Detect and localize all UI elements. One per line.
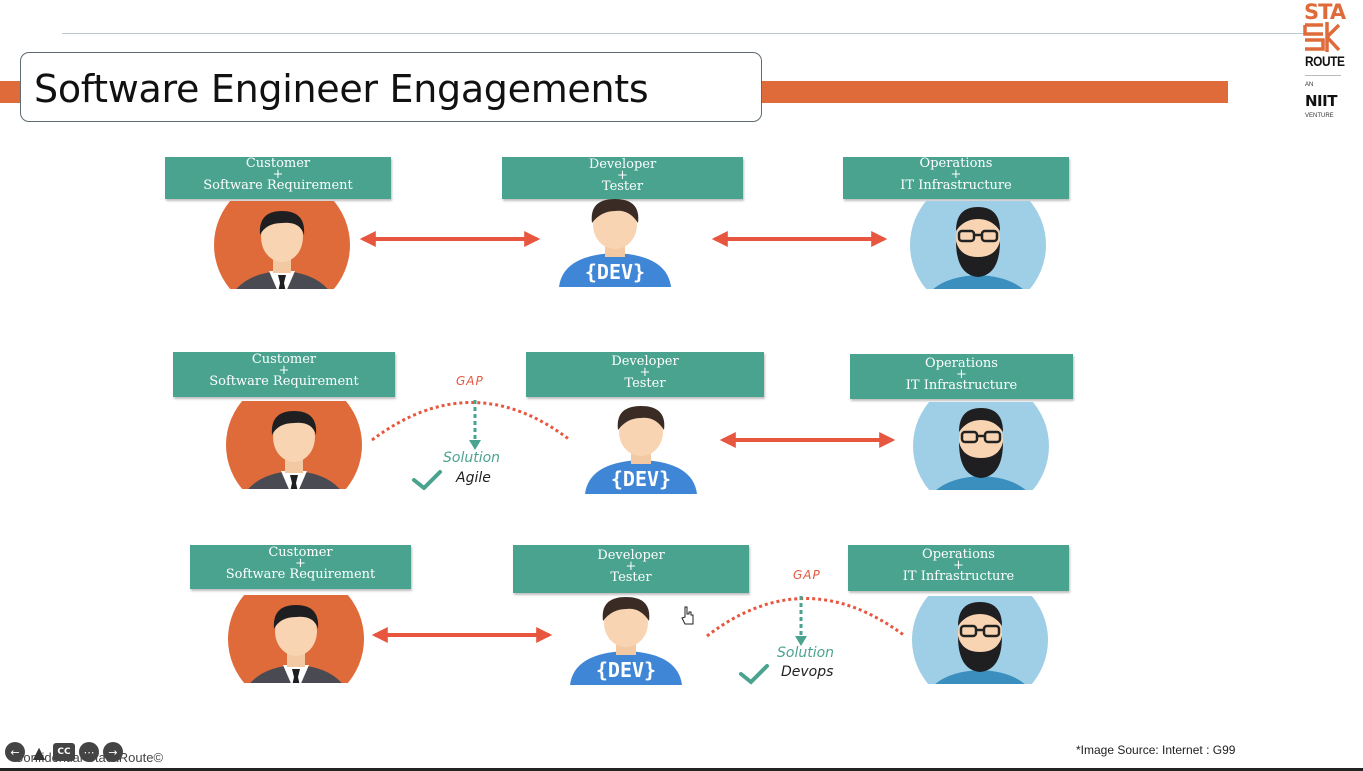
- image-source-note: *Image Source: Internet : G99: [1076, 743, 1236, 757]
- operations-avatar-row2: [913, 402, 1050, 490]
- logo-sta-text: STA: [1304, 0, 1346, 24]
- developer-avatar-row2: {DEV}: [571, 406, 711, 494]
- developer-avatar-row3: {DEV}: [556, 597, 696, 685]
- developer-avatar-row1: {DEV}: [545, 199, 685, 287]
- gap-label-row2: GAP: [456, 374, 484, 388]
- more-icon[interactable]: ⋯: [79, 742, 99, 762]
- dev-badge: {DEV}: [585, 260, 645, 284]
- logo-niit-text: NIIT: [1305, 92, 1337, 110]
- card-operations-row3: Operations + IT Infrastructure: [848, 545, 1069, 591]
- check-icon: [412, 470, 442, 490]
- arrow-customer-developer-row3: [371, 627, 553, 643]
- dev-badge: {DEV}: [611, 467, 671, 491]
- gap-curve-row2: [371, 400, 571, 490]
- logo-an-text: AN: [1305, 82, 1314, 88]
- operations-avatar-row3: [912, 596, 1049, 684]
- slide-title: Software Engineer Engagements: [34, 67, 649, 111]
- card-customer-row3: Customer + Software Requirement: [190, 545, 411, 589]
- solution-label-row3: Solution: [777, 645, 835, 661]
- card-developer-row2: Developer + Tester: [526, 352, 764, 397]
- card-developer-row3: Developer + Tester: [513, 545, 749, 593]
- card-operations-row2: Operations + IT Infrastructure: [850, 354, 1073, 399]
- solution-label-row2: Solution: [443, 450, 501, 466]
- player-controls: ← ▲ CC ⋯ →: [5, 742, 123, 762]
- accent-bar-right: [762, 81, 1228, 103]
- customer-avatar-row1: [214, 201, 351, 289]
- arrow-developer-operations-row1: [711, 231, 888, 247]
- dev-badge: {DEV}: [596, 658, 656, 682]
- customer-avatar-row2: [226, 401, 363, 489]
- solution-name-row3: Devops: [781, 664, 834, 680]
- card-customer-row1: Customer + Software Requirement: [165, 157, 391, 199]
- bottom-border: [0, 768, 1363, 771]
- top-divider: [62, 33, 1307, 34]
- check-icon: [739, 664, 769, 685]
- card-operations-row1: Operations + IT Infrastructure: [843, 157, 1069, 199]
- accent-bar-left: [0, 81, 20, 103]
- forward-icon[interactable]: →: [103, 742, 123, 762]
- logo-venture-text: VENTURE: [1305, 113, 1334, 119]
- logo-ck-mark: [1303, 22, 1341, 52]
- arrow-customer-developer-row1: [359, 231, 541, 247]
- card-developer-row1: Developer + Tester: [502, 157, 743, 199]
- back-icon[interactable]: ←: [5, 742, 25, 762]
- pointer-icon[interactable]: ▲: [32, 742, 46, 762]
- customer-avatar-row3: [228, 595, 365, 683]
- operations-avatar-row1: [910, 201, 1047, 289]
- arrow-developer-operations-row2: [719, 432, 896, 448]
- solution-name-row2: Agile: [456, 470, 491, 486]
- card-customer-row2: Customer + Software Requirement: [173, 352, 395, 397]
- gap-curve-row3: [706, 596, 906, 685]
- gap-label-row3: GAP: [793, 568, 821, 582]
- logo-route-text: ROUTE: [1305, 53, 1345, 69]
- logo-divider: [1305, 75, 1341, 76]
- captions-icon[interactable]: CC: [53, 743, 75, 761]
- hand-cursor-icon: [681, 606, 694, 625]
- title-box: Software Engineer Engagements: [20, 52, 762, 122]
- stackroute-logo: STA ROUTE AN NIIT VENTURE: [1300, 0, 1348, 125]
